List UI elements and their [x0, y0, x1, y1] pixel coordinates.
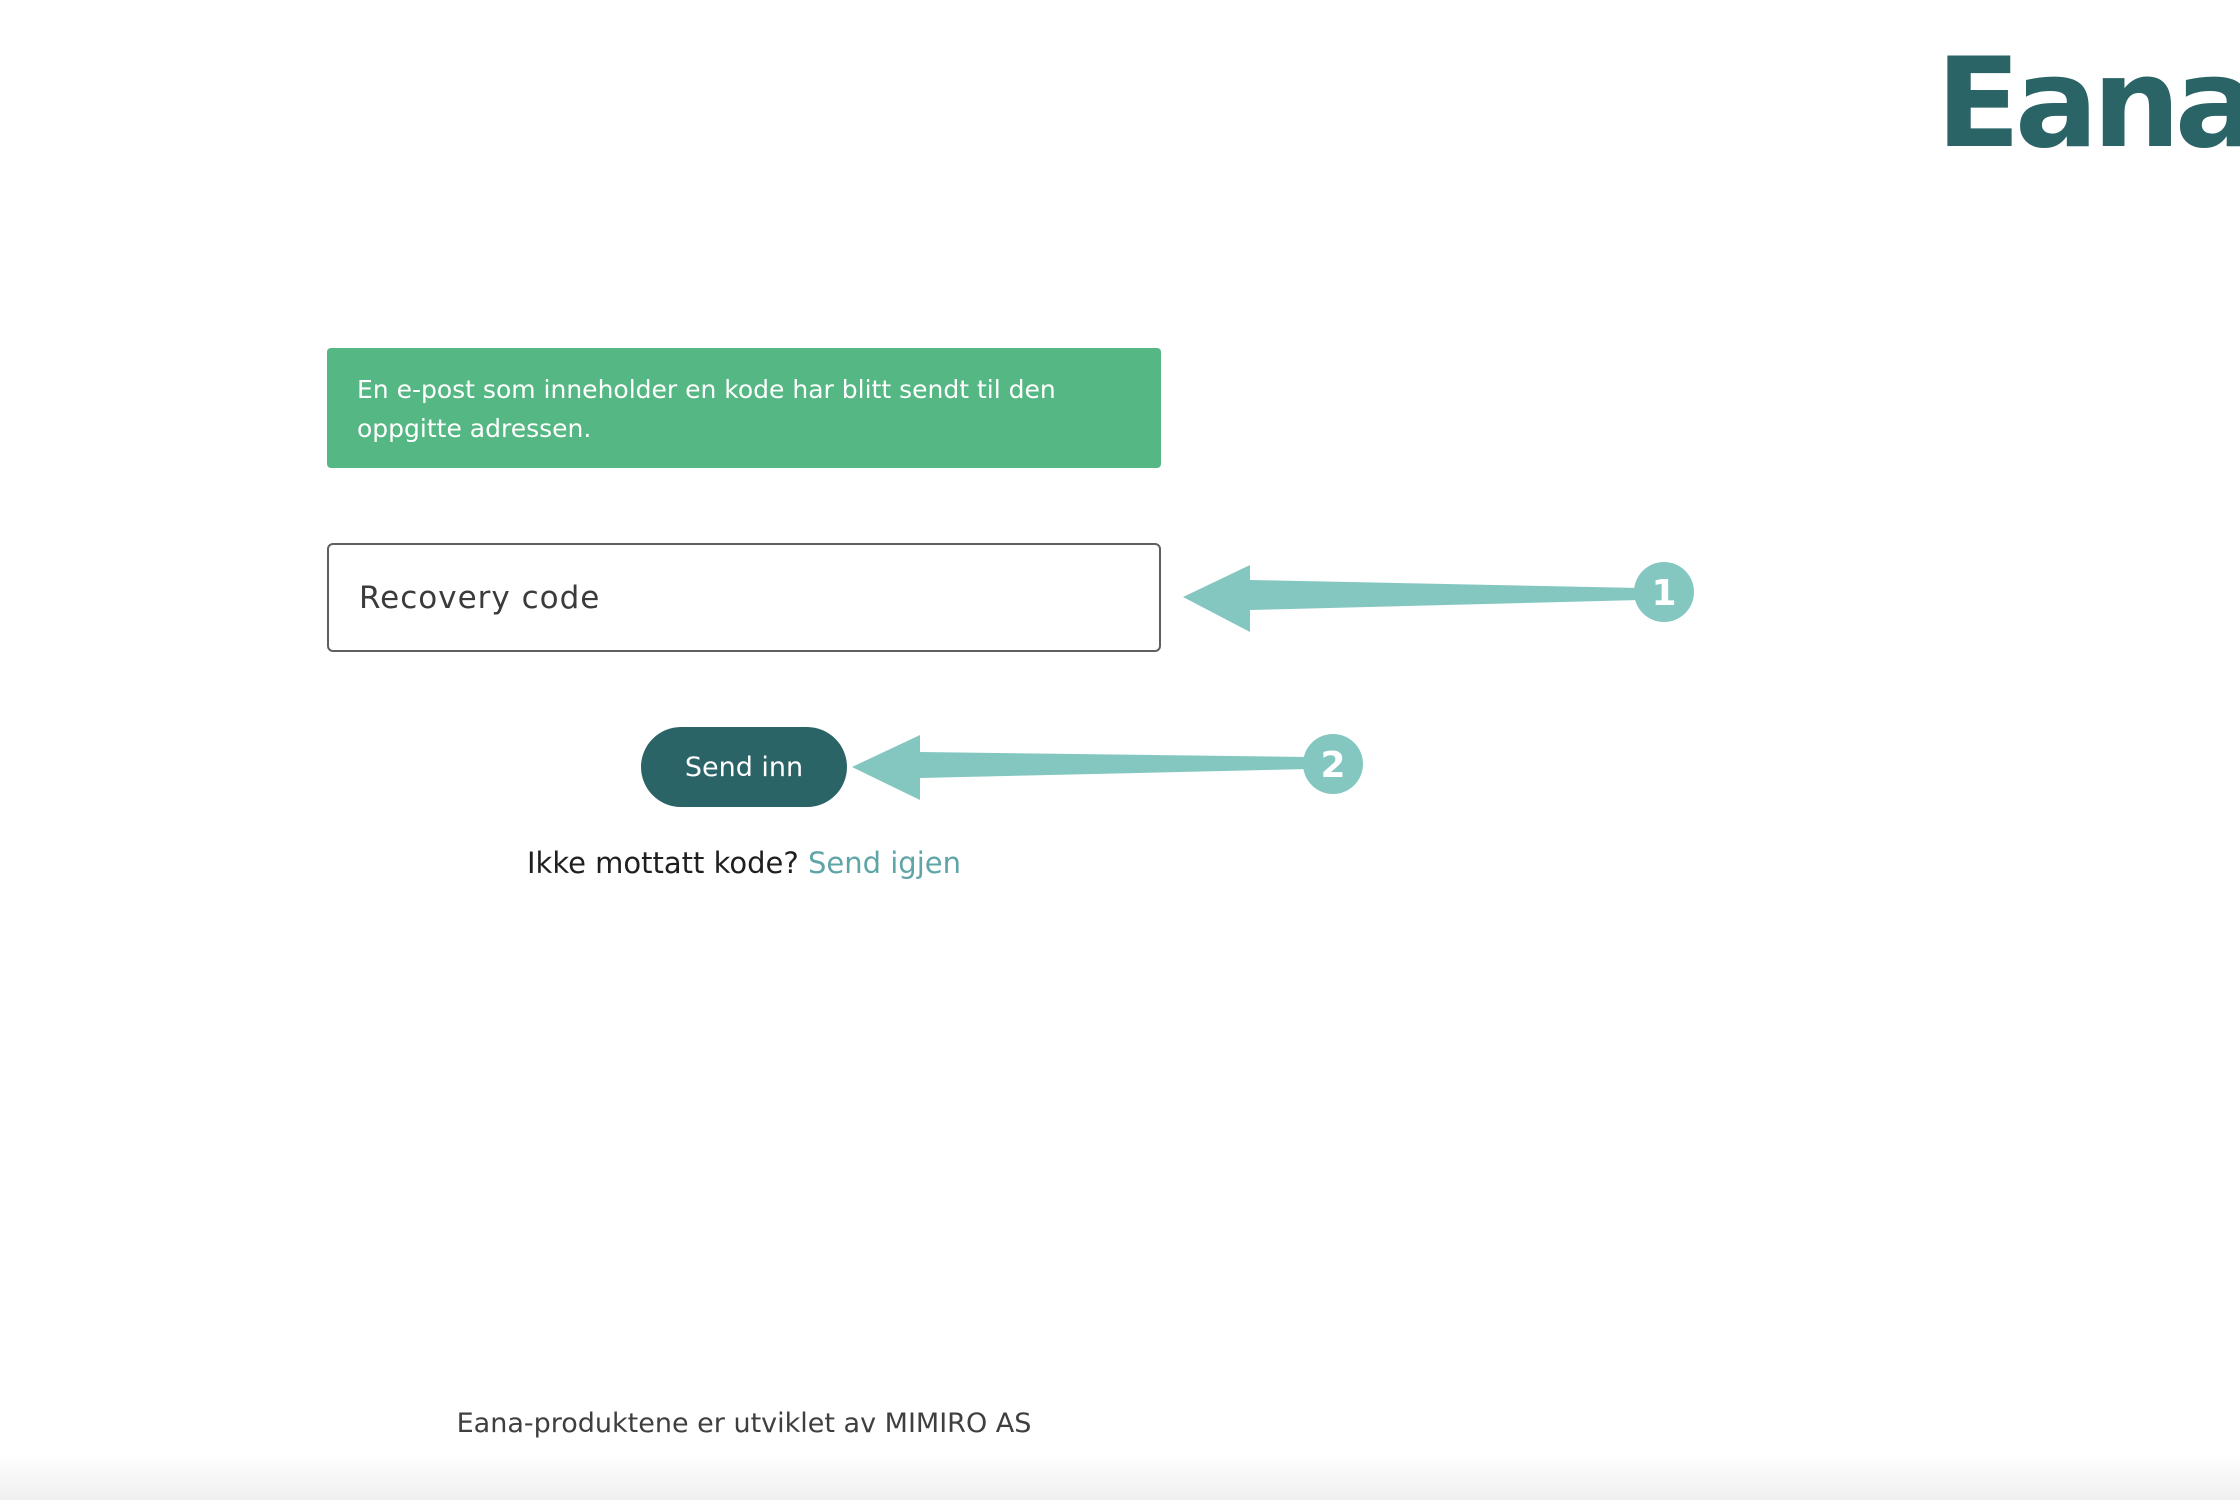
success-alert: En e-post som inneholder en kode har bli… [327, 348, 1161, 468]
submit-button[interactable]: Send inn [641, 727, 847, 807]
alert-message: En e-post som inneholder en kode har bli… [357, 375, 1056, 443]
resend-code-line: Ikke mottatt kode? Send igjen [327, 846, 1161, 880]
bottom-fade [0, 1455, 2240, 1500]
arrow-head-icon [852, 735, 920, 800]
annotation-badge-1 [1634, 562, 1694, 622]
annotation-arrow-2: 2 [852, 734, 1363, 800]
arrow-head-icon [1183, 565, 1250, 632]
resend-link[interactable]: Send igjen [807, 846, 961, 880]
footer-credit: Eana-produktene er utviklet av MIMIRO AS [456, 1408, 1032, 1439]
annotation-label-2: 2 [1320, 745, 1345, 786]
annotation-badge-2 [1303, 734, 1363, 794]
annotation-label-1: 1 [1651, 573, 1676, 614]
resend-prompt: Ikke mottatt kode? [526, 846, 799, 880]
eana-logo: Eana [1936, 32, 2240, 176]
annotation-arrow-1: 1 [1183, 562, 1694, 632]
recovery-code-input[interactable] [327, 543, 1161, 652]
